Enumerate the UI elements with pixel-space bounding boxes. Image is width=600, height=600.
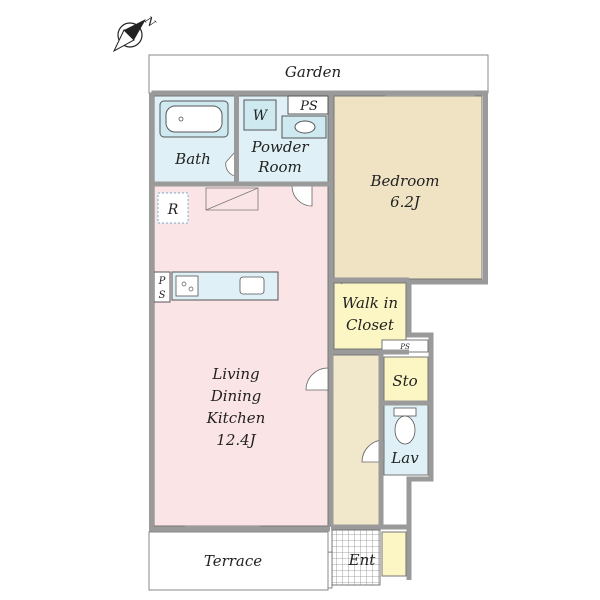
ldk-label-4: 12.4J	[216, 431, 256, 449]
compass-label: N	[141, 13, 158, 30]
ps-left-label-1: P	[158, 276, 166, 287]
storage-room	[383, 356, 429, 402]
bedroom-label-1: Bedroom	[370, 172, 440, 190]
ldk-door-swing-side	[305, 367, 329, 391]
ldk-label-3: Kitchen	[206, 409, 266, 427]
ldk-label-1: Living	[211, 365, 259, 383]
powder-label-2: Room	[257, 158, 302, 176]
ps-small-label: PS	[399, 343, 410, 351]
ps-top-box	[287, 95, 329, 115]
entrance-shoe-closet	[381, 531, 407, 577]
toilet-icon	[393, 407, 417, 445]
powder-label-1: Powder	[250, 138, 309, 156]
garden-label: Garden	[285, 63, 341, 81]
bath-door-swing	[225, 151, 236, 177]
hallway	[331, 354, 381, 528]
terrace-label: Terrace	[204, 552, 262, 570]
stairs-hatch	[205, 187, 259, 211]
basin-icon	[281, 115, 327, 139]
ldk-label-2: Dining	[210, 387, 262, 405]
bedroom-label-2: 6.2J	[390, 193, 421, 211]
bathtub-icon	[159, 100, 229, 138]
terrace-area	[148, 531, 329, 591]
washer-label: W	[253, 108, 269, 124]
stove-icon	[175, 275, 199, 297]
ldk-room	[153, 185, 329, 527]
fridge-label: R	[167, 202, 179, 218]
ldk-door-swing-top	[291, 185, 313, 207]
bedroom	[333, 95, 483, 280]
washer-box	[243, 99, 277, 131]
lav-label: Lav	[390, 449, 419, 467]
walkin-closet	[333, 282, 407, 350]
ps-left-label-2: S	[159, 290, 166, 301]
entrance	[331, 529, 381, 586]
fridge-box	[157, 192, 189, 224]
storage-label: Sto	[392, 372, 417, 390]
bath-label: Bath	[174, 150, 211, 168]
walls	[149, 90, 488, 580]
ps-top-label: PS	[299, 99, 318, 114]
entrance-label: Ent	[348, 551, 377, 569]
compass-icon: N	[112, 13, 158, 53]
walkin-label-2: Closet	[346, 316, 395, 334]
walkin-label-1: Walk in	[342, 294, 398, 312]
sink-icon	[239, 276, 265, 295]
